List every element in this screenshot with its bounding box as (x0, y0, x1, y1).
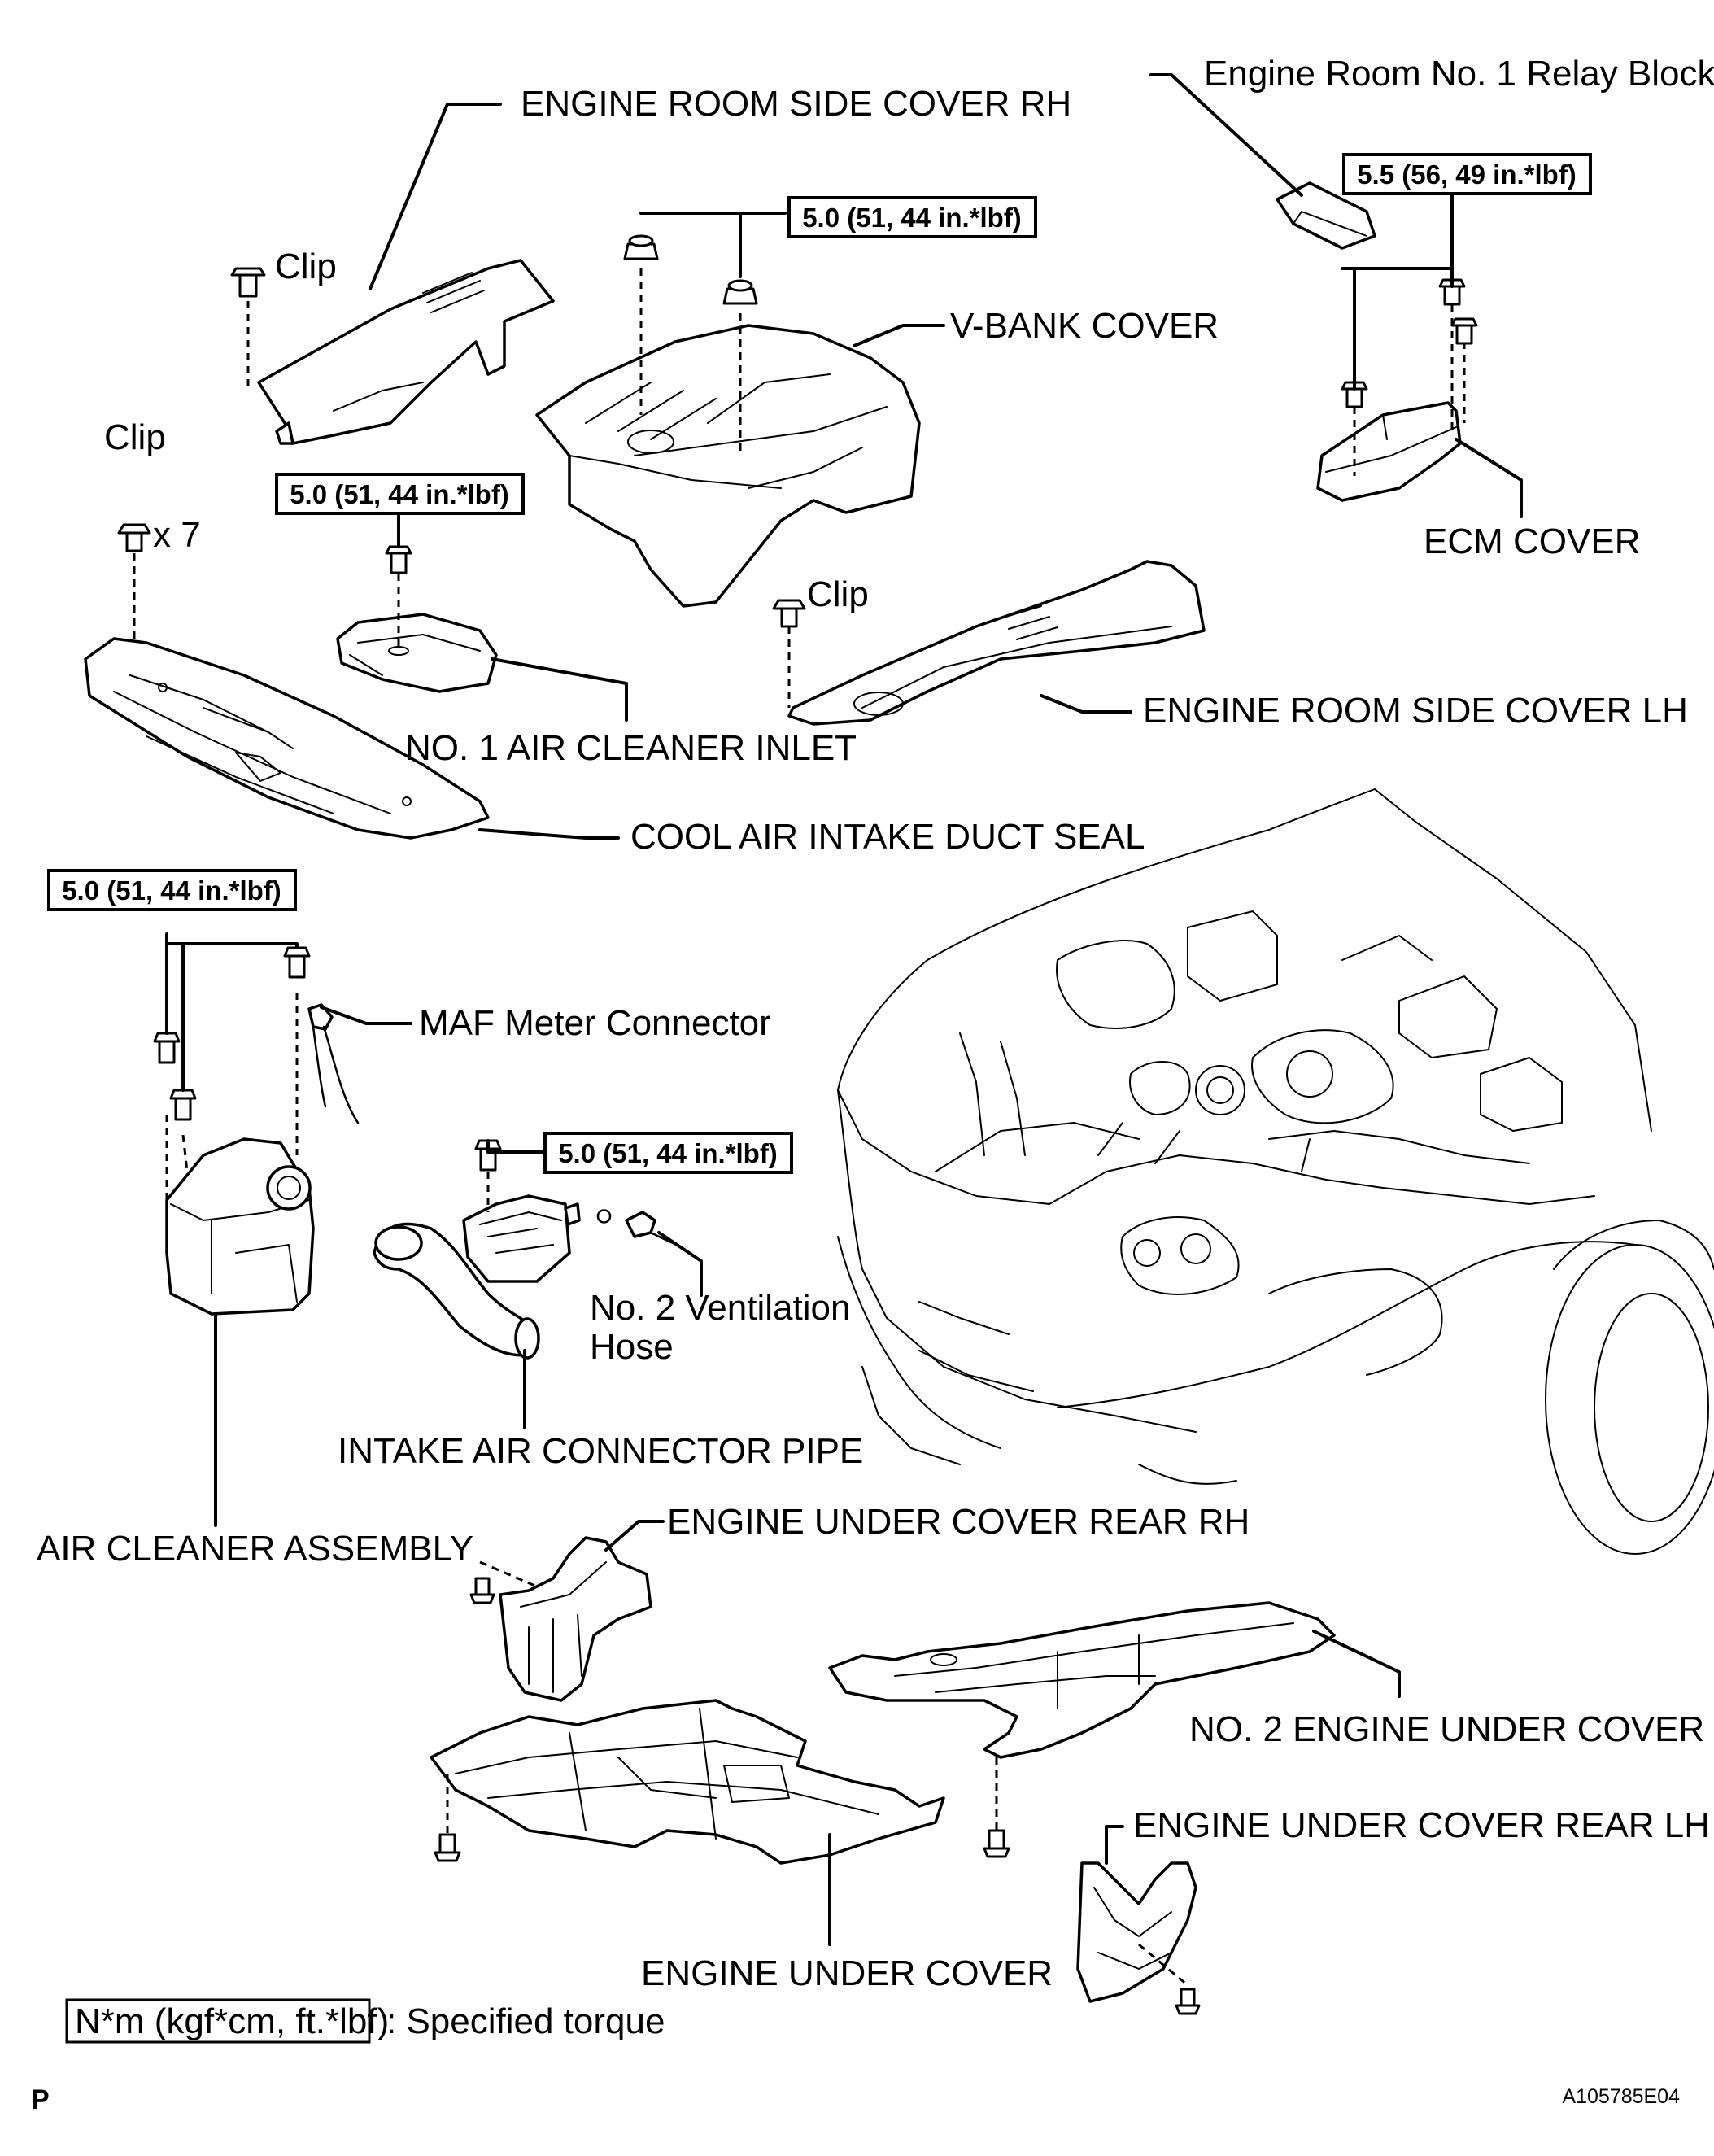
cool-air-intake-duct-seal (84, 637, 490, 840)
leader-lines (165, 73, 1523, 1946)
label-cool-air-intake-duct-seal: COOL AIR INTAKE DUCT SEAL (630, 817, 1145, 857)
bolt-engine-under-cover (434, 1833, 461, 1862)
nut-v-bank-1 (623, 234, 659, 260)
engine-room-side-cover-lh (787, 560, 1206, 726)
figure-id: A105785E04 (1562, 2085, 1680, 2108)
torque-box-ecm: 5.5 (56, 49 in.*lbf) (1342, 153, 1592, 195)
torque-box-air-cleaner: 5.0 (51, 44 in.*lbf) (47, 869, 297, 911)
nut-v-bank-2 (722, 279, 758, 305)
label-maf-meter-connector: MAF Meter Connector (419, 1003, 771, 1043)
torque-box-v-bank: 5.0 (51, 44 in.*lbf) (787, 196, 1037, 238)
label-no2-engine-under-cover: NO. 2 ENGINE UNDER COVER (1189, 1709, 1704, 1749)
clip-duct-seal (117, 523, 151, 552)
torque-legend: N*m (kgf*cm, ft.*lbf) : Specified torque (65, 1998, 665, 2044)
label-clip-2: Clip (104, 417, 166, 457)
bolt-intake-pipe (474, 1139, 502, 1172)
torque-v-bank-text: 5.0 (51, 44 in.*lbf) (802, 203, 1022, 233)
label-no2-ventilation-hose-2: Hose (590, 1327, 674, 1367)
bolts-air-cleaner (153, 946, 311, 1121)
no1-air-cleaner-inlet (336, 613, 498, 693)
torque-air-cleaner-text: 5.0 (51, 44 in.*lbf) (62, 875, 281, 906)
intake-air-connector-pipe (373, 1194, 581, 1360)
label-engine-under-cover-rear-lh: ENGINE UNDER COVER REAR LH (1133, 1805, 1710, 1845)
label-ecm-cover: ECM COVER (1424, 522, 1640, 561)
label-engine-under-cover: ENGINE UNDER COVER (641, 1953, 1053, 1993)
clip-lh-side-cover (772, 599, 806, 628)
bolt-air-cleaner-inlet (385, 545, 412, 574)
torque-box-intake-pipe: 5.0 (51, 44 in.*lbf) (543, 1132, 793, 1174)
torque-inlet-text: 5.0 (51, 44 in.*lbf) (290, 479, 509, 509)
bolt-under-cover-rear-lh (1175, 1988, 1201, 2015)
engine-under-cover-rear-rh (499, 1536, 652, 1702)
clip-rh-side-cover (230, 267, 266, 298)
label-clip-1: Clip (275, 247, 337, 286)
label-intake-air-connector-pipe: INTAKE AIR CONNECTOR PIPE (338, 1431, 863, 1471)
engine-room-side-cover-rh (257, 259, 555, 445)
label-no1-air-cleaner-inlet: NO. 1 AIR CLEANER INLET (405, 728, 857, 768)
ecm-cover (1316, 401, 1462, 502)
engine-under-cover-rear-lh (1076, 1861, 1197, 2003)
air-cleaner-assembly (165, 1137, 315, 1316)
maf-meter-connector (307, 1003, 360, 1124)
bolts-ecm (1341, 278, 1478, 408)
legend-description: : Specified torque (386, 2001, 665, 2041)
label-engine-room-side-cover-rh: ENGINE ROOM SIDE COVER RH (521, 84, 1071, 124)
legend-unit-box: N*m (kgf*cm, ft.*lbf) (75, 2001, 389, 2041)
label-clip-count: x 7 (153, 515, 201, 555)
footer-left-code: P (31, 2084, 50, 2115)
label-engine-room-side-cover-lh: ENGINE ROOM SIDE COVER LH (1143, 691, 1688, 731)
torque-ecm-text: 5.5 (56, 49 in.*lbf) (1357, 159, 1577, 190)
torque-box-air-cleaner-inlet: 5.0 (51, 44 in.*lbf) (275, 473, 525, 515)
label-no2-ventilation-hose-1: No. 2 Ventilation (590, 1288, 850, 1328)
label-engine-under-cover-rear-rh: ENGINE UNDER COVER REAR RH (667, 1502, 1250, 1542)
v-bank-cover (535, 324, 921, 608)
torque-intake-pipe-text: 5.0 (51, 44 in.*lbf) (558, 1138, 778, 1168)
label-clip-3: Clip (807, 574, 869, 614)
label-relay-block: Engine Room No. 1 Relay Block (1204, 54, 1714, 94)
label-air-cleaner-assembly: AIR CLEANER ASSEMBLY (37, 1529, 473, 1569)
bolt-no2-under-cover (983, 1829, 1010, 1858)
engine-under-cover (430, 1699, 945, 1865)
bolt-under-cover-rear-rh (469, 1577, 495, 1604)
no2-ventilation-hose (596, 1209, 678, 1246)
vehicle-front-illustration (837, 788, 1714, 1555)
label-v-bank-cover: V-BANK COVER (950, 306, 1219, 346)
engine-room-relay-block (1276, 181, 1376, 250)
no2-engine-under-cover (828, 1601, 1336, 1759)
